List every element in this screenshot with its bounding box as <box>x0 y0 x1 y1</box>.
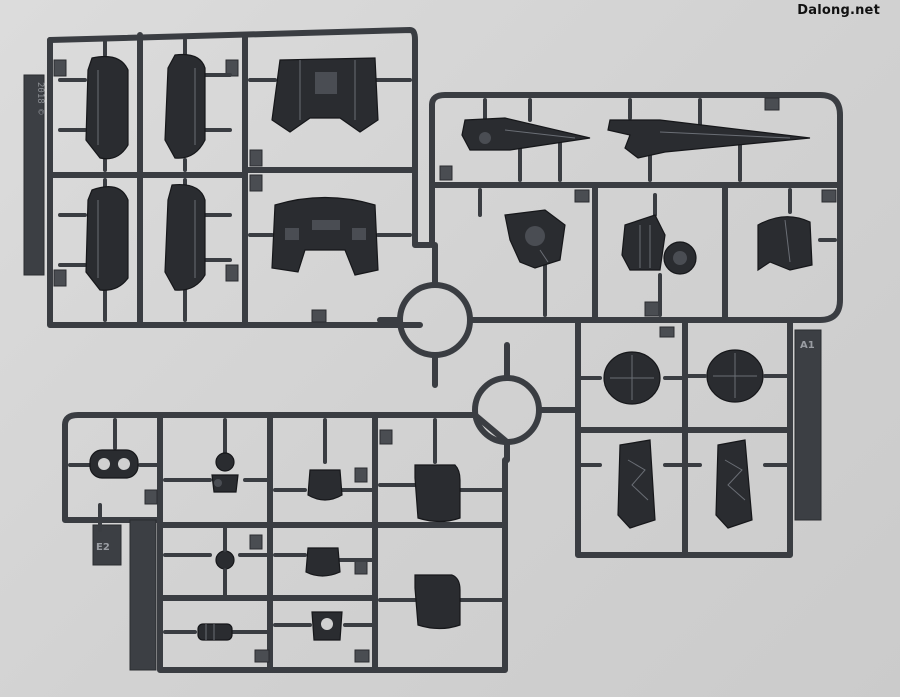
tag-plate-a1 <box>794 329 822 521</box>
part-mech-gear-2 <box>621 214 697 275</box>
part-armor-4 <box>164 183 206 291</box>
tag-plate-e2 <box>92 524 122 566</box>
sprue-upper-left: 2018 © <box>23 27 433 328</box>
part-helmet <box>757 216 813 272</box>
watermark: Dalong.net <box>797 3 880 18</box>
part-torso-lower <box>271 196 379 276</box>
part-cap-1 <box>307 469 343 501</box>
part-foot-1 <box>617 439 656 529</box>
part-double-socket <box>89 449 139 479</box>
part-cap-large-1 <box>414 464 461 523</box>
part-blade-short <box>461 117 591 151</box>
part-round-1 <box>603 351 661 405</box>
mold-text: 2018 © <box>35 82 45 115</box>
runner-ring-lower <box>472 342 581 463</box>
part-ball-joint-1 <box>211 452 239 493</box>
tag-a1: A1 <box>800 340 815 351</box>
part-mech-gear-1 <box>504 209 566 269</box>
sprue-bottom: E2 <box>62 412 510 673</box>
part-round-2 <box>706 349 764 403</box>
part-cap-2 <box>305 547 341 577</box>
part-armor-3 <box>85 186 129 291</box>
part-peg <box>197 623 233 641</box>
part-ring-joint <box>311 611 343 641</box>
part-torso-upper <box>271 57 379 133</box>
mold-label-plate <box>23 74 45 276</box>
part-armor-2 <box>164 53 206 159</box>
tag-e2: E2 <box>96 542 110 553</box>
part-cap-large-2 <box>414 574 461 630</box>
part-foot-2 <box>715 439 753 529</box>
runner-ring-upper <box>377 242 583 388</box>
sprue-right: A1 <box>429 92 843 558</box>
part-armor-1 <box>85 55 129 160</box>
part-ball-joint-2 <box>215 523 235 600</box>
part-blade-long <box>607 119 811 159</box>
